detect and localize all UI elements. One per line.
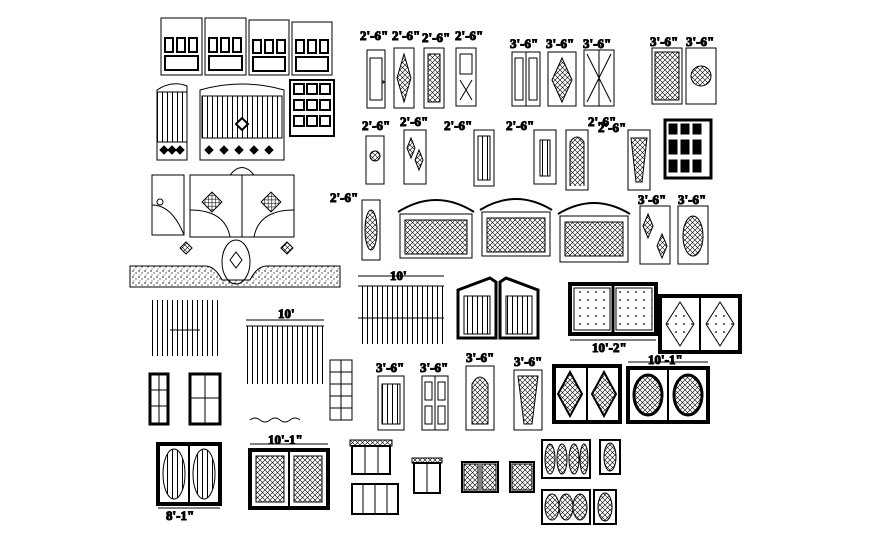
gate-panel-1 [160, 17, 203, 76]
dim-3-6-j: 3'-6" [466, 350, 494, 365]
dim-3-6-k: 3'-6" [514, 354, 542, 369]
dim-8-1: 8'-1" [166, 508, 194, 523]
door-2-6-c [423, 47, 445, 109]
gate-panel-4 [291, 21, 333, 76]
dim-3-6-g: 3'-6" [678, 192, 706, 207]
dim-2-6-i: 2'-6" [588, 114, 616, 129]
door-2-6-i [565, 129, 589, 191]
dim-3-6-b: 3'-6" [546, 36, 574, 51]
window-triple-top [349, 439, 393, 475]
door-2-6-e [365, 135, 385, 185]
door-3-6-k [513, 369, 543, 431]
compound-gate-elevation [129, 167, 341, 288]
dim-3-6-c: 3'-6" [583, 36, 611, 51]
lattice-double-door [248, 443, 330, 510]
door-2-6-d [455, 47, 477, 107]
door-3-6-a [511, 51, 541, 107]
dim-2-6-j: 2'-6" [598, 120, 626, 135]
dim-10-b: 10' [278, 306, 295, 321]
door-3-6-e [685, 47, 717, 105]
arched-window-2 [479, 198, 553, 257]
arched-gate-single [156, 83, 188, 161]
door-3-6-d [651, 47, 683, 105]
arched-window-1 [397, 199, 475, 259]
door-2-6-h [533, 129, 557, 185]
dim-10-1-a: 10'-1" [648, 352, 683, 367]
door-3-6-i [421, 375, 449, 431]
dim-3-6-d: 3'-6" [650, 34, 678, 49]
window-small-top [411, 457, 443, 494]
lattice-window-2 [509, 461, 535, 493]
door-3-6-b [547, 51, 577, 107]
oval-double-door-b [626, 361, 710, 424]
dim-2-6-h: 2'-6" [506, 118, 534, 133]
vertical-bar-gate-10ft [358, 275, 444, 344]
dim-3-6-f: 3'-6" [638, 192, 666, 207]
grid-door-panels [289, 79, 335, 137]
glazed-door-grid [329, 359, 353, 421]
door-2-6-f [403, 129, 427, 185]
door-3-6-g [677, 205, 709, 265]
door-3-6-j [465, 365, 495, 431]
dim-3-6-a: 3'-6" [510, 36, 538, 51]
ornate-window-3 [599, 439, 621, 475]
ornate-double-door [552, 364, 622, 424]
dim-2-6-f: 2'-6" [400, 114, 428, 129]
door-2-6-g [473, 129, 495, 187]
arched-window-3 [557, 202, 631, 263]
door-2-6-a [366, 49, 386, 109]
door-2-6-b [393, 47, 415, 109]
dim-10-1-b: 10'-1" [268, 432, 303, 447]
dim-2-6-a: 2'-6" [360, 28, 388, 43]
window-quad [351, 483, 399, 515]
ornate-window-1 [541, 439, 591, 479]
gate-panel-2 [204, 17, 247, 76]
french-window-2 [188, 372, 222, 426]
vertical-bar-gate-10ft-b [246, 319, 324, 423]
diamond-double-door [658, 294, 742, 354]
gate-panel-3 [248, 19, 290, 76]
door-panels-black [663, 118, 713, 180]
dotted-double-door [568, 282, 658, 341]
dim-3-6-h: 3'-6" [376, 360, 404, 375]
door-3-6-c [583, 49, 615, 107]
dim-2-6-b: 2'-6" [392, 28, 420, 43]
door-2-6-k [361, 199, 381, 261]
vertical-bar-gate-1 [152, 300, 220, 356]
dim-3-6-i: 3'-6" [420, 360, 448, 375]
door-3-6-h [377, 375, 405, 431]
door-2-6-j [627, 129, 651, 191]
framed-double-gate [456, 276, 540, 340]
french-window-1 [148, 372, 170, 426]
dim-10-a: 10' [390, 268, 407, 283]
dim-2-6-k: 2'-6" [330, 190, 358, 205]
dim-2-6-d: 2'-6" [455, 28, 483, 43]
dim-10-2: 10'-2" [592, 340, 627, 355]
ornate-window-2 [541, 489, 591, 525]
oval-double-door-8ft [156, 442, 222, 509]
dim-2-6-e: 2'-6" [362, 118, 390, 133]
dim-2-6-c: 2'-6" [422, 30, 450, 45]
door-3-6-f [639, 205, 671, 265]
arched-gate-double [199, 83, 285, 161]
lattice-window-1 [461, 461, 499, 493]
ornate-window-4 [593, 489, 617, 525]
dim-3-6-e: 3'-6" [686, 34, 714, 49]
dim-2-6-g: 2'-6" [444, 118, 472, 133]
